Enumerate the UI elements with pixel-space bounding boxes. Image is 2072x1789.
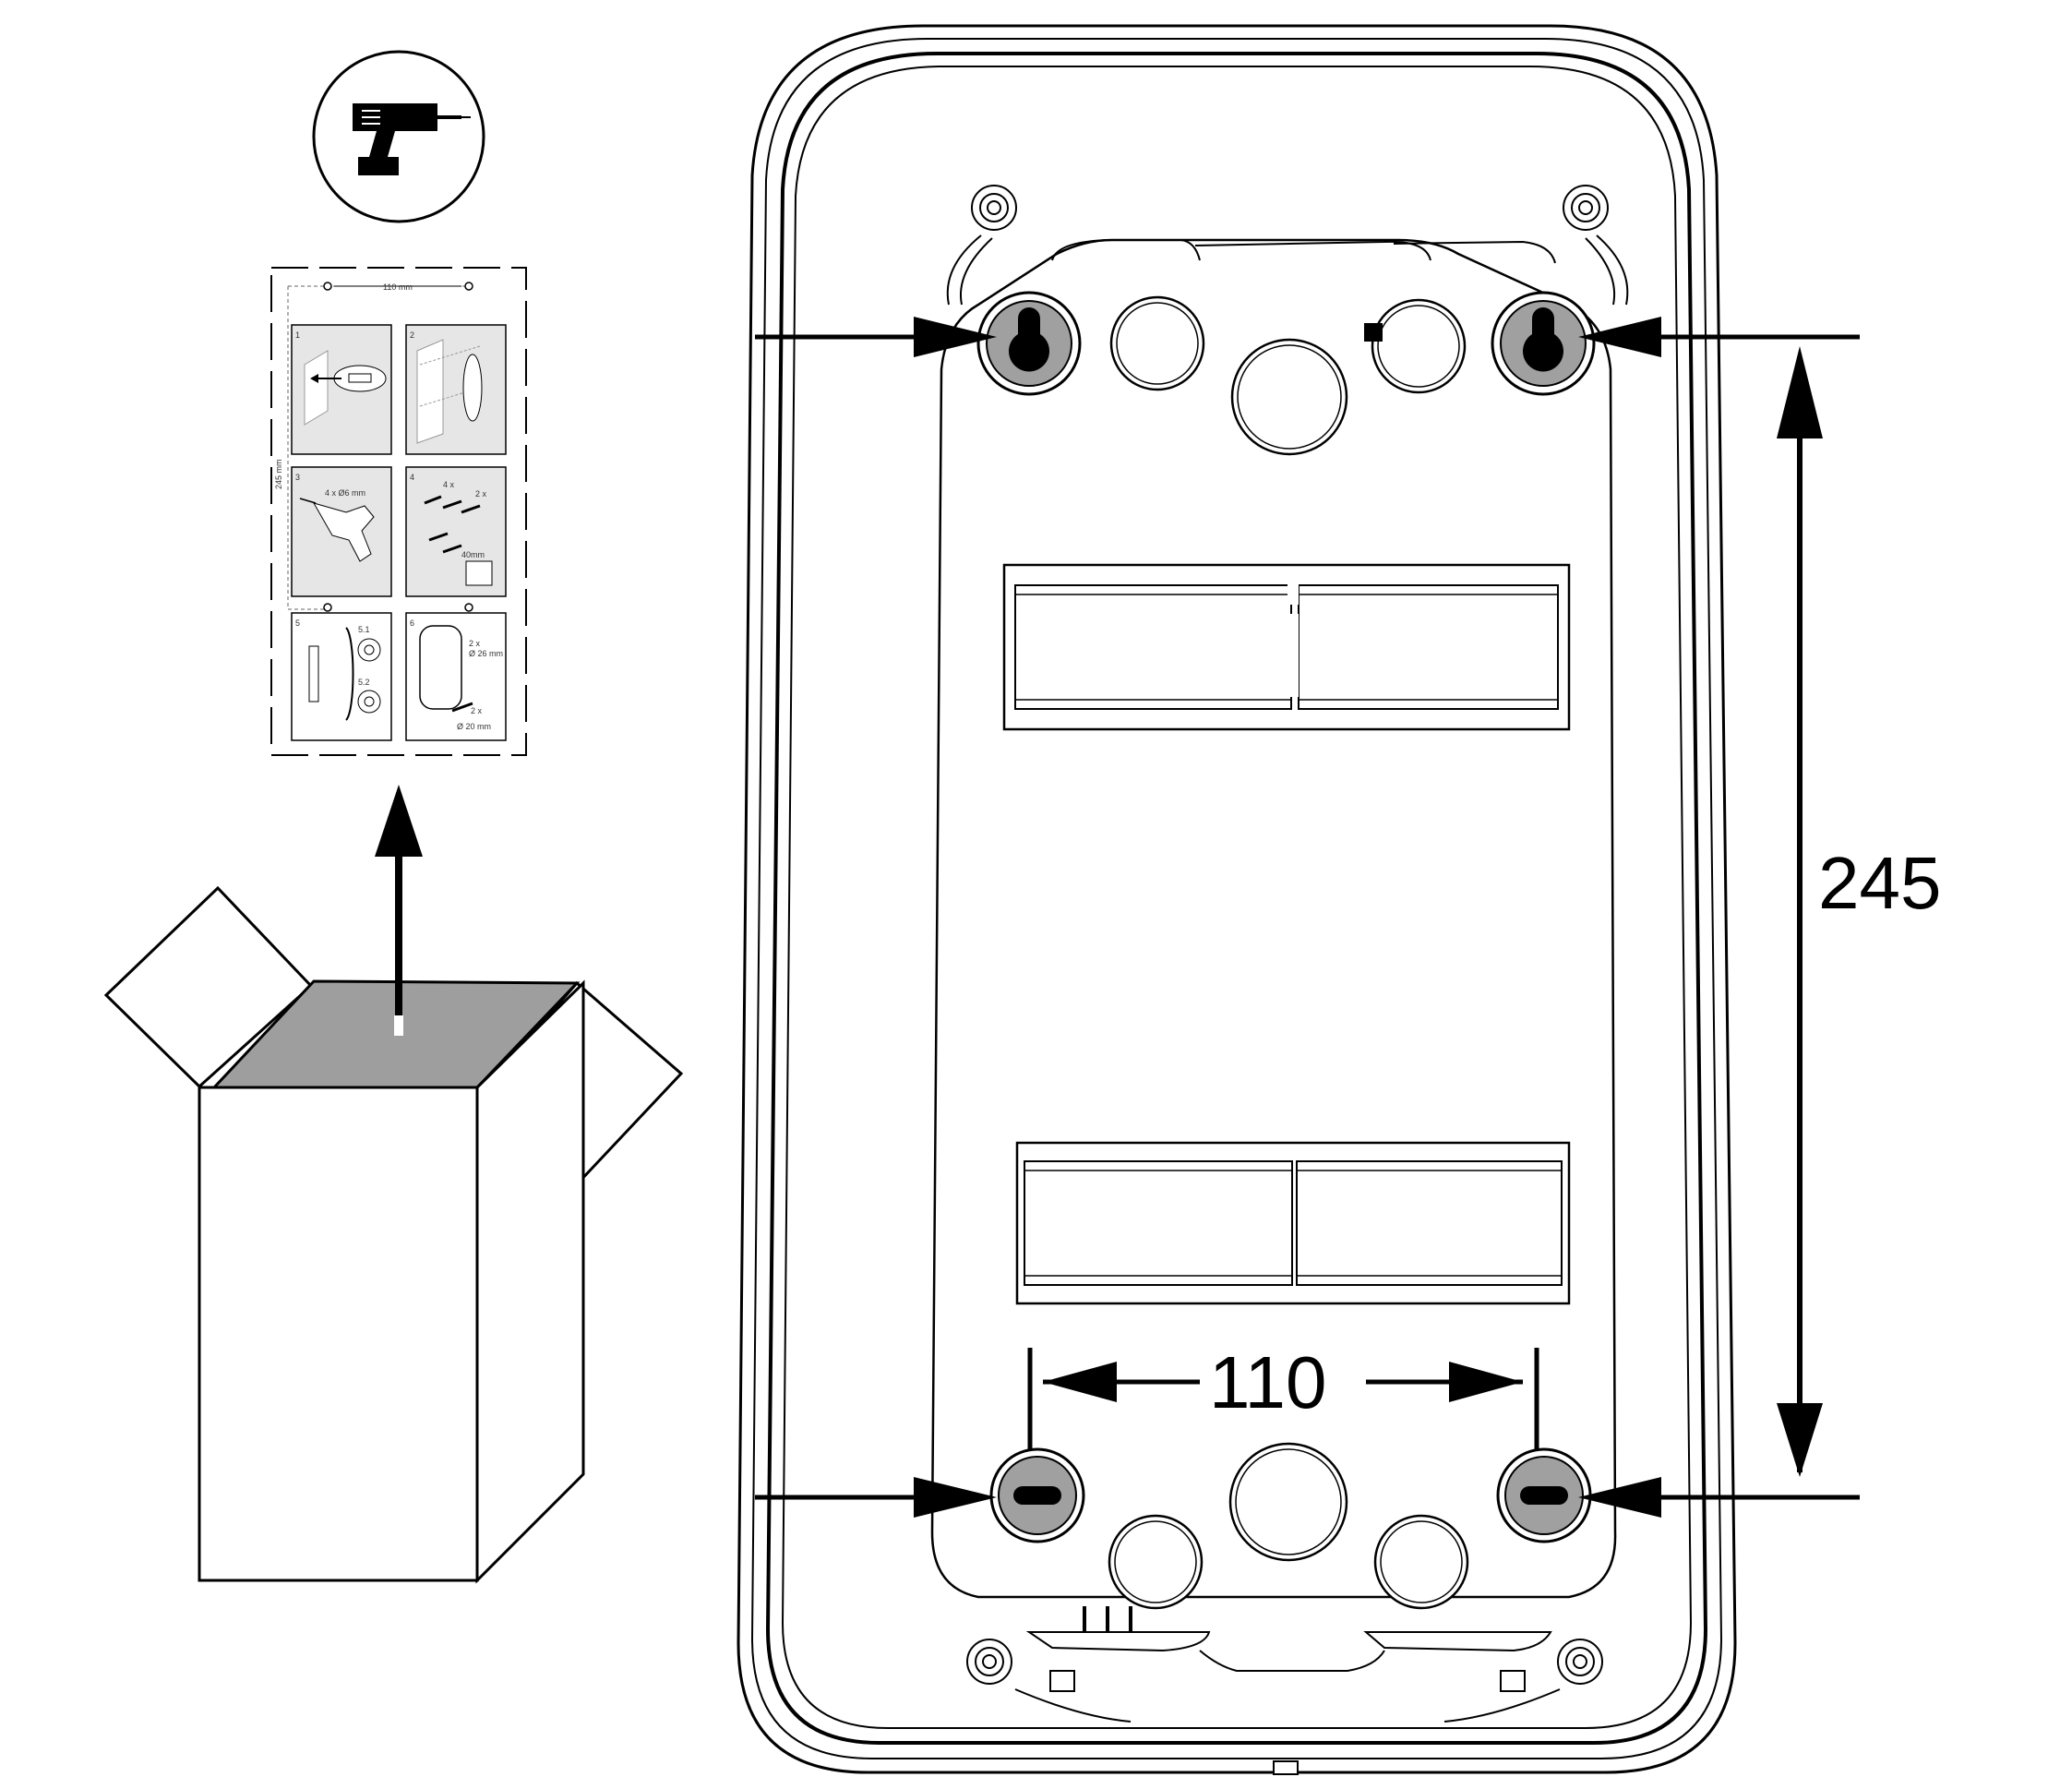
step-5-sub-a: 5.1 [358,625,370,634]
corner-screw-top-left [971,185,1017,231]
template-side-dimension: 245 mm [274,459,283,489]
lower-cable-compartment [1015,1141,1571,1305]
step-6-note-b: Ø 26 mm [469,649,503,658]
mounting-template-sheet: 110 mm 245 mm 1 2 3 4 x Ø6 mm [270,267,527,756]
dimension-vertical: 245 [1777,346,1941,1477]
template-step-3: 3 4 x Ø6 mm [291,466,392,597]
step-3-note: 4 x Ø6 mm [325,488,365,498]
slot-mount-bottom-right [1496,1447,1592,1543]
step-4-note-b: 2 x [475,489,487,498]
corner-screw-top-right [1563,185,1609,231]
step-2-number: 2 [410,330,414,340]
step-6-note-c: 2 x [471,706,483,715]
template-step-1: 1 [291,324,392,455]
step-4-number: 4 [410,473,414,482]
step-4-note-a: 4 x [443,480,455,489]
step-3-number: 3 [295,473,300,482]
template-step-2: 2 [405,324,507,455]
corner-screw-bottom-right [1557,1639,1603,1685]
step-6-note-d: Ø 20 mm [457,722,491,731]
pointer-arrows [755,317,1860,1518]
step-4-note-c: 40mm [461,550,485,559]
upper-cable-compartment [1002,563,1571,731]
step-5-number: 5 [295,618,300,628]
device-backplate [737,24,1737,1775]
step-6-note-a: 2 x [469,639,481,648]
drill-icon [312,50,485,223]
keyhole-mount-top-right [1491,291,1596,396]
dimension-horizontal: 110 [1027,1341,1539,1449]
template-step-6: 6 2 x Ø 26 mm 2 x Ø 20 mm [405,612,507,741]
template-step-5: 5 5.1 5.2 [291,612,392,741]
template-top-dimension: 110 mm [383,282,413,292]
dimension-horizontal-label: 110 [1209,1341,1327,1423]
step-5-sub-b: 5.2 [358,678,370,687]
open-box-icon [103,885,684,1584]
dimension-vertical-label: 245 [1818,842,1941,924]
template-step-4: 4 4 x 2 x 40mm [405,466,507,597]
slot-mount-bottom-left [989,1447,1085,1543]
step-1-number: 1 [295,330,300,340]
step-6-number: 6 [410,618,414,628]
corner-screw-bottom-left [966,1639,1012,1685]
lift-out-arrow [375,785,423,1036]
keyhole-mount-top-left [976,291,1082,396]
